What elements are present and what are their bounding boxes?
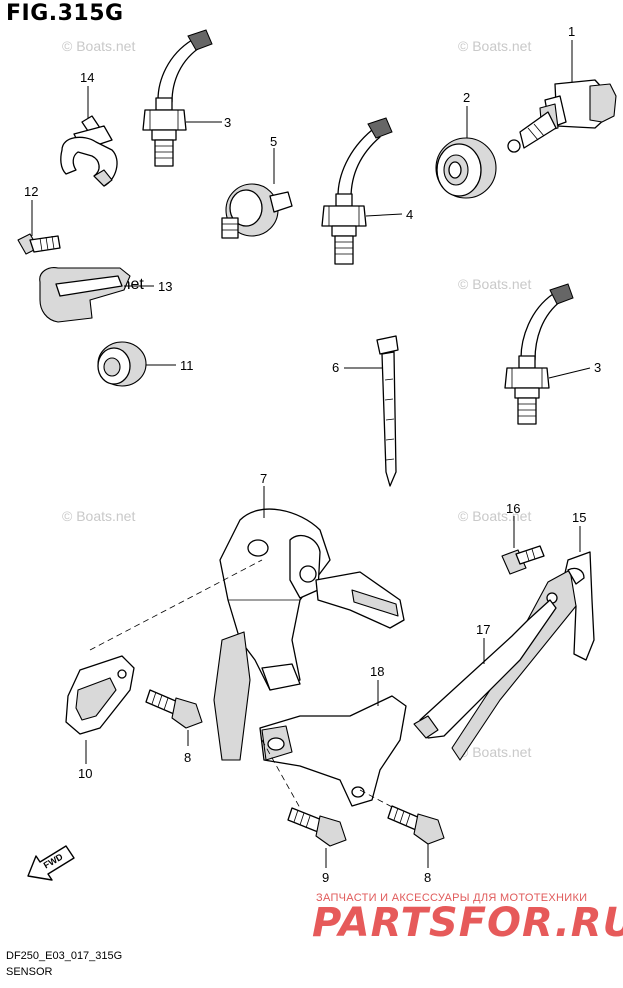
part-13-clamp: [39, 267, 131, 323]
brand-logo-text[interactable]: PARTSFOR.RU: [312, 900, 623, 946]
callout-2: 2: [463, 90, 470, 105]
callout-15: 15: [572, 510, 586, 525]
part-6-cable-tie: [376, 335, 399, 487]
leader-lines: [31, 40, 591, 868]
figure-title: FIG.315G: [6, 1, 124, 26]
callout-1: 1: [568, 24, 575, 39]
callout-5: 5: [270, 134, 277, 149]
footer-code: DF250_E03_017_315G: [6, 950, 123, 962]
watermark: © Boats.net: [458, 276, 532, 292]
callout-16: 16: [506, 501, 520, 516]
part-17-plate: [413, 599, 557, 739]
part-12-bolt: [17, 233, 61, 255]
callout-12: 12: [24, 184, 38, 199]
part-4-sensor: [321, 117, 393, 265]
callout-numbers: 1 2 3 3 4 5 6 7 8 8 9 10 11 12 13 14 15 …: [24, 24, 601, 885]
part-8-bolt: [145, 689, 203, 729]
part-16-bolt: [501, 545, 545, 575]
callout-9: 9: [322, 870, 329, 885]
callout-18: 18: [370, 664, 384, 679]
watermark: © Boats.net: [62, 38, 136, 54]
fwd-arrow-icon: FWD: [27, 845, 75, 881]
footer-title: SENSOR: [6, 966, 53, 978]
callout-10: 10: [78, 766, 92, 781]
callout-8: 8: [184, 750, 191, 765]
part-7-bracket-assembly: [213, 508, 405, 761]
callout-3: 3: [224, 115, 231, 130]
part-5-knock-sensor: [221, 183, 293, 239]
part-10-clip: [65, 655, 135, 735]
watermark: © Boats.net: [458, 508, 532, 524]
callout-14: 14: [80, 70, 94, 85]
callout-13: 13: [158, 279, 172, 294]
part-14-clip: [60, 115, 118, 187]
callout-17: 17: [476, 622, 490, 637]
brand-tagline: ЗАПЧАСТИ И АКСЕССУАРЫ ДЛЯ МОТОТЕХНИКИ: [316, 892, 588, 904]
watermark: © Boats.net: [458, 744, 532, 760]
part-1-connector-sensor: [507, 79, 617, 153]
callout-6: 6: [332, 360, 339, 375]
watermark: © Boats.net: [458, 38, 532, 54]
callout-3: 3: [594, 360, 601, 375]
callout-11: 11: [180, 358, 194, 373]
callout-8: 8: [424, 870, 431, 885]
part-18-bracket: [259, 695, 407, 807]
callout-4: 4: [406, 207, 413, 222]
part-3-temp-sensor: [142, 29, 213, 167]
part-9-bolt: [287, 807, 347, 847]
part-2-grommet: [435, 137, 497, 199]
watermark: © Boats.net: [62, 508, 136, 524]
part-11-grommet: [97, 341, 147, 387]
part-8-bolt-second: [387, 805, 445, 845]
part-3-temp-sensor-second: [504, 283, 574, 425]
callout-7: 7: [260, 471, 267, 486]
